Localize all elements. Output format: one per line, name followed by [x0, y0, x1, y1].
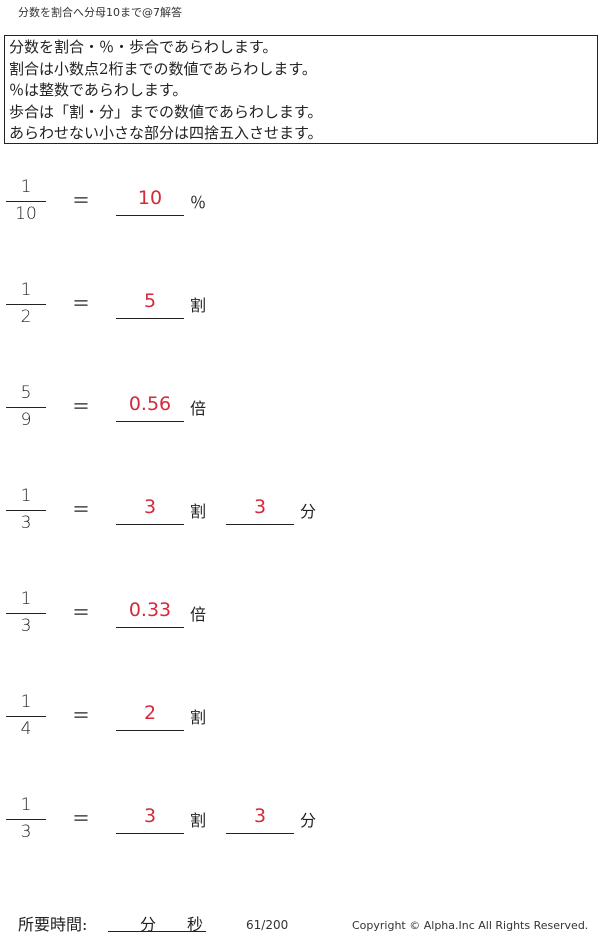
seconds-label: 秒: [187, 915, 204, 934]
answer-value-2: 3: [253, 496, 267, 518]
time-blank-line: [108, 911, 206, 932]
numerator: 1: [20, 795, 32, 815]
denominator: 4: [20, 719, 32, 739]
fraction-bar: [6, 716, 46, 717]
unit-label: 倍: [190, 605, 207, 624]
problem-6: 1 4 ＝ 2 割: [0, 692, 600, 752]
fraction-bar: [6, 819, 46, 820]
answer-value: 3: [143, 496, 157, 518]
answer-line: [116, 627, 184, 628]
answer-value: 3: [143, 805, 157, 827]
fraction-bar: [6, 613, 46, 614]
unit-label-2: 分: [300, 502, 317, 521]
problem-4: 1 3 ＝ 3 割 3 分: [0, 486, 600, 546]
answer-line: [116, 833, 184, 834]
answer-line: [116, 730, 184, 731]
unit-label: ％: [190, 193, 207, 212]
numerator: 1: [20, 177, 32, 197]
equals-sign: ＝: [72, 294, 90, 315]
problem-7: 1 3 ＝ 3 割 3 分: [0, 795, 600, 855]
worksheet-title: 分数を割合へ分母10まで@7解答: [18, 6, 182, 19]
problem-3: 5 9 ＝ 0.56 倍: [0, 383, 600, 443]
equals-sign: ＝: [72, 191, 90, 212]
answer-value-2: 3: [253, 805, 267, 827]
equals-sign: ＝: [72, 706, 90, 727]
fraction-bar: [6, 304, 46, 305]
page-number: 61/200: [246, 918, 289, 932]
answer-value: 0.33: [128, 599, 172, 621]
instruction-line: 分数を割合・％・歩合であらわします。: [9, 38, 278, 56]
numerator: 1: [20, 280, 32, 300]
answer-line: [116, 318, 184, 319]
unit-label: 割: [190, 811, 207, 830]
time-required-label: 所要時間:: [18, 915, 88, 934]
fraction-bar: [6, 407, 46, 408]
unit-label: 割: [190, 708, 207, 727]
answer-value: 0.56: [128, 393, 172, 415]
denominator: 3: [20, 513, 32, 533]
equals-sign: ＝: [72, 809, 90, 830]
instruction-line: 歩合は「割・分」までの数値であらわします。: [9, 102, 323, 121]
answer-value: 5: [143, 290, 157, 312]
numerator: 5: [20, 383, 32, 403]
denominator: 3: [20, 822, 32, 842]
answer-line-2: [226, 833, 294, 834]
answer-line: [116, 215, 184, 216]
fraction-bar: [6, 510, 46, 511]
copyright-notice: Copyright © Alpha.Inc All Rights Reserve…: [352, 919, 589, 932]
answer-value: 10: [137, 187, 163, 209]
instructions-box: 分数を割合・％・歩合であらわします。 割合は小数点2桁までの数値であらわします。…: [4, 35, 598, 144]
denominator: 2: [20, 307, 32, 327]
answer-value: 2: [143, 702, 157, 724]
denominator: 3: [20, 616, 32, 636]
equals-sign: ＝: [72, 500, 90, 521]
unit-label: 割: [190, 296, 207, 315]
numerator: 1: [20, 589, 32, 609]
problem-1: 1 10 ＝ 10 ％: [0, 177, 600, 237]
minutes-label: 分: [140, 915, 157, 934]
instruction-line: 割合は小数点2桁までの数値であらわします。: [9, 59, 317, 78]
denominator: 9: [20, 410, 32, 430]
numerator: 1: [20, 692, 32, 712]
problem-5: 1 3 ＝ 0.33 倍: [0, 589, 600, 649]
denominator: 10: [15, 204, 37, 224]
answer-line: [116, 421, 184, 422]
equals-sign: ＝: [72, 603, 90, 624]
numerator: 1: [20, 486, 32, 506]
instruction-line: ％は整数であらわします。: [9, 81, 188, 99]
answer-line: [116, 524, 184, 525]
problem-2: 1 2 ＝ 5 割: [0, 280, 600, 340]
unit-label: 割: [190, 502, 207, 521]
answer-line-2: [226, 524, 294, 525]
fraction-bar: [6, 201, 46, 202]
unit-label-2: 分: [300, 811, 317, 830]
unit-label: 倍: [190, 399, 207, 418]
equals-sign: ＝: [72, 397, 90, 418]
instruction-line: あらわせない小さな部分は四捨五入させます。: [9, 124, 323, 142]
